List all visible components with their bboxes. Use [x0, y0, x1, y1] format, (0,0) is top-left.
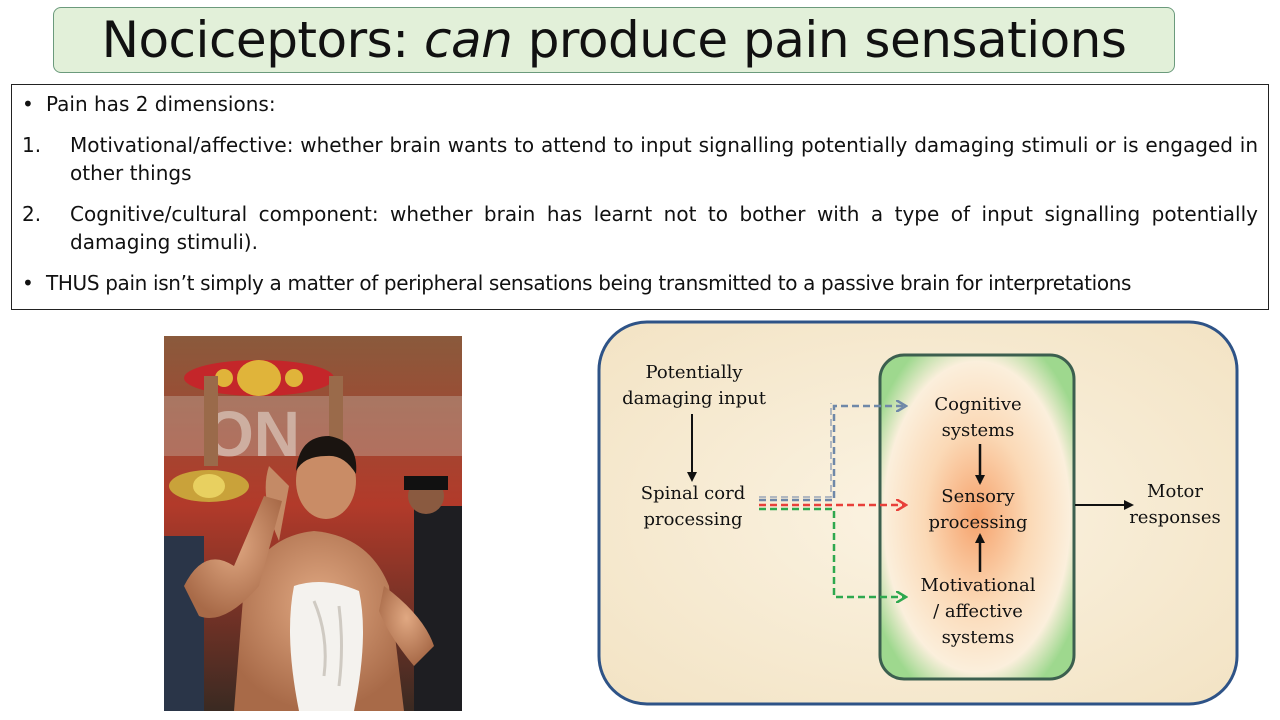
spinal-cord-label: processing: [643, 509, 742, 530]
numbered-text: Cognitive/cultural component: whether br…: [70, 202, 1258, 254]
svg-text:ON: ON: [204, 398, 300, 470]
cognitive-arrow: [759, 406, 905, 502]
numbered-item-cognitive: 2. Cognitive/cultural component: whether…: [22, 200, 1258, 256]
boxer-photo-icon: ON: [164, 336, 462, 711]
bullet-marker: •: [22, 271, 34, 295]
brain-box: [878, 353, 1076, 681]
bullet-text-box: • Pain has 2 dimensions: 1. Motivational…: [11, 84, 1269, 310]
pain-processing-diagram: Potentially damaging input Spinal cord p…: [597, 320, 1239, 706]
motivational-label: Motivational: [920, 575, 1035, 596]
title-emphasis: can: [423, 11, 513, 69]
numbered-text: Motivational/affective: whether brain wa…: [70, 133, 1258, 185]
slide-title: Nociceptors: can produce pain sensations: [101, 11, 1127, 69]
bullet-thus: • THUS pain isn’t simply a matter of per…: [22, 269, 1258, 297]
number-marker: 2.: [22, 202, 42, 226]
motor-label: Motor: [1147, 481, 1203, 502]
motor-label: responses: [1129, 507, 1221, 528]
motivational-label: / affective: [933, 601, 1023, 622]
number-marker: 1.: [22, 133, 42, 157]
cognitive-label: Cognitive: [934, 394, 1021, 415]
input-label: damaging input: [622, 388, 767, 409]
bullet-text: Pain has 2 dimensions:: [46, 92, 276, 116]
sensory-label: Sensory: [941, 486, 1015, 507]
boxer-photo: ON: [164, 336, 462, 711]
title-box: Nociceptors: can produce pain sensations: [53, 7, 1175, 73]
input-label: Potentially: [645, 362, 743, 383]
numbered-item-motivational: 1. Motivational/affective: whether brain…: [22, 131, 1258, 187]
bullet-pain-dimensions: • Pain has 2 dimensions:: [22, 90, 1258, 118]
cognitive-label: systems: [942, 420, 1015, 441]
motivational-label: systems: [942, 627, 1015, 648]
spinal-cord-label: Spinal cord: [641, 483, 745, 504]
bullet-marker: •: [22, 92, 34, 116]
bullet-text: THUS pain isn’t simply a matter of perip…: [46, 271, 1132, 295]
cognitive-arrow: [759, 403, 832, 498]
sensory-label: processing: [928, 512, 1027, 533]
motivational-arrow: [759, 507, 905, 597]
